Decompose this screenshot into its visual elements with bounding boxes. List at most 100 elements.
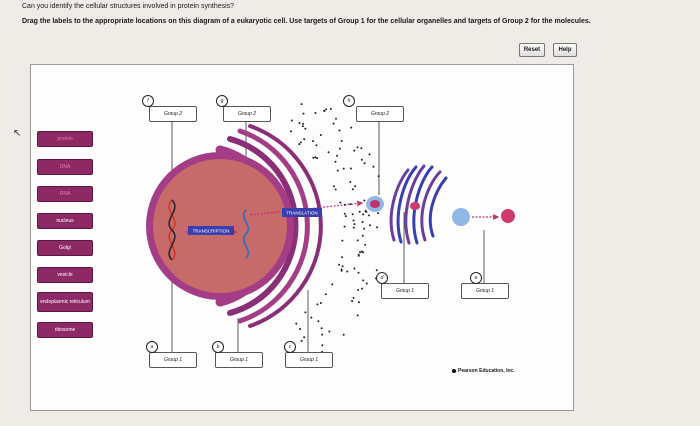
ribosome-dot (317, 320, 320, 323)
ribosome-dot (359, 251, 361, 254)
ribosome-dot (358, 210, 361, 213)
ribosome-dot (319, 134, 322, 136)
label-nucleus[interactable]: nucleus (37, 213, 93, 229)
ribosome-dot (352, 296, 355, 299)
ribosome-dot (368, 153, 371, 156)
target-b-slot[interactable]: Group 1 (215, 352, 263, 368)
publisher-logo-icon (452, 368, 456, 373)
ribosome-dot (358, 301, 360, 304)
ribosome-dot (323, 109, 326, 112)
ribosome-dot (324, 293, 327, 296)
ribosome-dot (338, 129, 341, 132)
ribosome-dot (321, 344, 324, 347)
ribosome-dot (298, 143, 301, 146)
ribosome-dot (331, 283, 334, 286)
ribosome-dot (342, 333, 345, 336)
ribosome-dot (290, 119, 293, 122)
target-g-slot[interactable]: Group 2 (223, 106, 271, 122)
ribosome-dot (375, 269, 378, 272)
rna-strand-shape (242, 209, 250, 259)
ribosome-dot (340, 140, 343, 142)
ribosome-dot (363, 227, 366, 230)
target-h-badge: h (343, 95, 355, 107)
instructions-text: Drag the labels to the appropriate locat… (22, 18, 591, 25)
ribosome-dot (312, 156, 315, 159)
target-b-badge: b (212, 341, 224, 353)
target-f-badge: f (142, 95, 154, 107)
ribosome-dot (364, 243, 367, 246)
ribosome-dot (362, 213, 365, 216)
ribosome-dot (356, 239, 359, 242)
ribosome-dot (369, 224, 371, 227)
ribosome-dot (319, 302, 322, 304)
ribosome-dot (301, 125, 304, 128)
target-d-badge: d (376, 272, 388, 284)
label-ribosome[interactable]: ribosome (37, 322, 93, 338)
label-er[interactable]: endoplasmic reticulum (37, 292, 93, 312)
label-dna[interactable]: DNA (37, 159, 93, 175)
ribosome-dot (298, 122, 301, 124)
ribosome-dot (360, 147, 363, 150)
ribosome-dot (376, 226, 379, 229)
ribosome-dot (325, 108, 328, 111)
ribosome-dot (290, 130, 292, 133)
ribosome-dot (350, 126, 353, 129)
target-f-slot[interactable]: Group 2 (149, 106, 197, 122)
ribosome-dot (303, 336, 306, 339)
ribosome-dot (340, 269, 343, 272)
label-rna[interactable]: RNA (37, 186, 93, 202)
ribosome-dot (334, 188, 337, 191)
ribosome-dot (300, 339, 303, 342)
ribosome-dot (295, 322, 298, 325)
target-e-badge: e (470, 272, 482, 284)
ribosome-dot (372, 165, 375, 168)
mouse-cursor-icon: ↖ (13, 128, 22, 139)
target-c-badge: c (284, 341, 296, 353)
help-button[interactable]: Help (553, 43, 577, 57)
ribosome-dot (357, 289, 360, 291)
target-a-slot[interactable]: Group 1 (149, 352, 197, 368)
ribosome-dot (316, 157, 319, 160)
ribosome-dot (351, 300, 354, 303)
ribosome-dot (329, 108, 332, 110)
ribosome-dot (327, 151, 330, 154)
ribosome-dot (328, 330, 331, 333)
target-d-slot[interactable]: Group 1 (381, 283, 429, 299)
ribosome-dot (357, 271, 360, 274)
transcription-banner (188, 226, 234, 235)
ribosome-protein-shape (370, 200, 380, 208)
ribosome-dot (361, 234, 364, 237)
ribosome-dot (352, 226, 355, 229)
ribosome-dot (334, 160, 337, 163)
ribosome-dot (353, 223, 356, 226)
target-e-slot[interactable]: Group 1 (461, 283, 509, 299)
target-h-slot[interactable]: Group 2 (356, 106, 404, 122)
ribosome-dot (377, 175, 380, 178)
ribosome-dot (341, 239, 344, 242)
ribosome-dot (299, 141, 302, 144)
ribosome-dot (351, 213, 354, 216)
ribosome-dot (300, 103, 303, 106)
ribosome-dot (302, 122, 305, 125)
ribosome-dot (320, 327, 323, 330)
ribosome-dot (341, 256, 344, 259)
reset-button[interactable]: Reset (519, 43, 545, 57)
label-vesicle[interactable]: vesicle (37, 267, 93, 283)
ribosome-dot (352, 219, 355, 222)
ribosome-dot (349, 203, 352, 206)
ribosome-dot (360, 158, 363, 161)
ribosome-dot (353, 149, 356, 152)
ribosome-dot (314, 156, 317, 159)
target-c-slot[interactable]: Group 1 (285, 352, 333, 368)
label-protein[interactable]: protein (37, 131, 93, 147)
ribosome-dot (304, 127, 307, 130)
ribosome-dot (357, 253, 360, 256)
ribosome-dot (338, 147, 341, 150)
label-golgi[interactable]: Golgi (37, 240, 93, 256)
ribosome-dot (336, 169, 339, 172)
credit-text: Pearson Education, Inc. (458, 368, 515, 374)
translation-banner (282, 208, 322, 217)
ribosome-dot (363, 162, 366, 165)
ribosome-dot (303, 138, 306, 141)
